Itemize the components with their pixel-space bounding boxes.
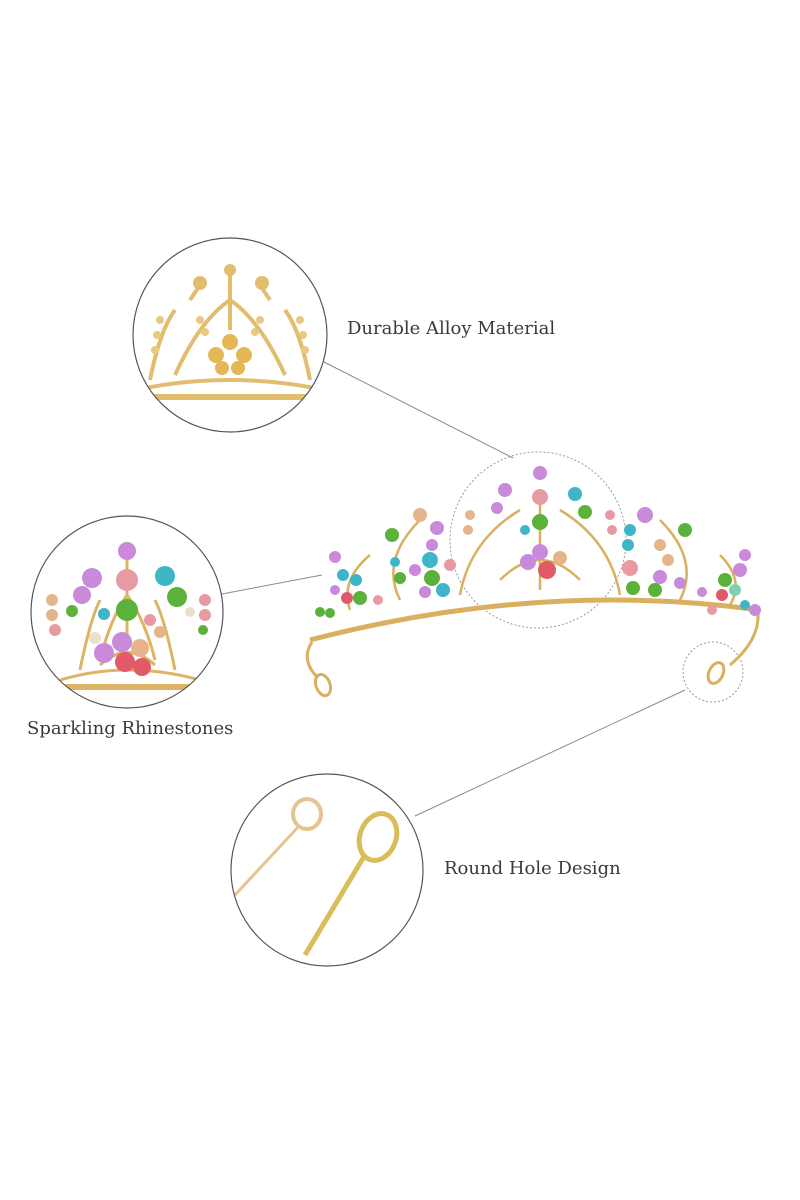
- callout-label-rhinestones: Sparkling Rhinestones: [27, 718, 234, 739]
- detail-highlight-circles: [449, 451, 744, 703]
- detail-circle-alloy: [132, 237, 328, 433]
- tiara-main-image: [305, 466, 761, 698]
- detail-circle-round-hole: [230, 773, 424, 967]
- callout-label-round-hole: Round Hole Design: [444, 858, 621, 879]
- callout-label-alloy: Durable Alloy Material: [347, 318, 556, 339]
- detail-circle-rhinestones: [30, 515, 224, 709]
- connector-lines: [221, 361, 686, 817]
